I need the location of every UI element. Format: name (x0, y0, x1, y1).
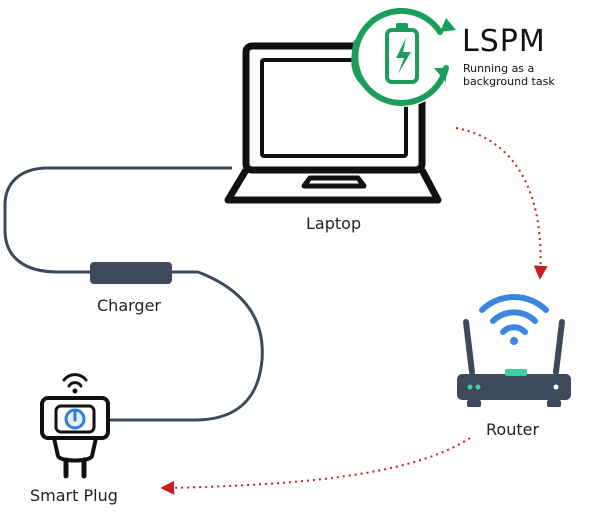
flow-arrow-router-to-plug (160, 437, 471, 495)
lspm-subtitle: Running as a background task (463, 62, 555, 88)
smart-plug-label: Smart Plug (30, 486, 118, 505)
power-cable (3, 166, 232, 274)
lspm-title: LSPM (462, 24, 546, 59)
lspm-subtitle-line1: Running as a (463, 62, 535, 75)
battery-charging-cycle-icon (351, 7, 456, 107)
power-cable-lower (108, 270, 264, 422)
laptop-icon (224, 42, 442, 204)
charger-brick-icon (90, 262, 172, 284)
laptop-label: Laptop (306, 214, 362, 233)
wifi-router-icon (457, 294, 571, 407)
flow-arrow-lspm-to-router (455, 127, 548, 280)
smart-plug-icon (40, 373, 110, 479)
charger-label: Charger (97, 296, 161, 315)
router-label: Router (486, 420, 540, 439)
lspm-subtitle-line2: background task (463, 75, 555, 88)
